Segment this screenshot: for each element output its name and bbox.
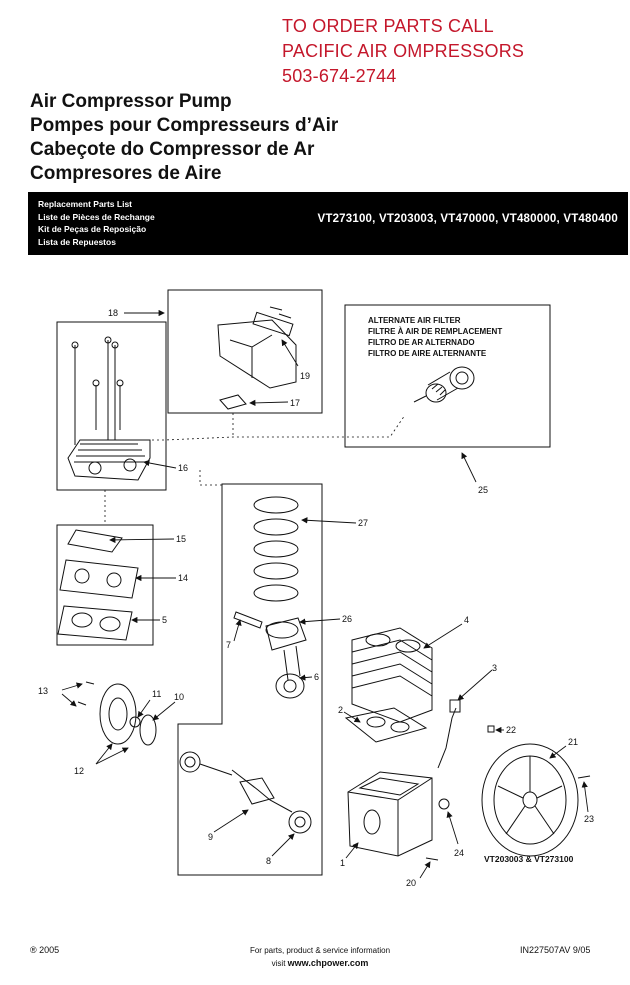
crankshaft-part: [179, 751, 312, 834]
parts-list-spanish: Lista de Repuestos: [38, 236, 116, 247]
air-filter-part: [413, 366, 475, 403]
order-line-1: TO ORDER PARTS CALL: [282, 16, 494, 36]
callout-4: 4: [464, 615, 469, 625]
title-portuguese: Cabeçote do Compressor de Ar: [30, 139, 315, 160]
parts-list-portuguese: Kit de Peças de Reposição: [38, 224, 147, 234]
parts-list-english: Replacement Parts List: [38, 199, 133, 209]
pulley-caption: VT203003 & VT273100: [484, 854, 574, 864]
piston-rings-part: [253, 496, 299, 602]
callout-11: 11: [152, 689, 161, 699]
order-phone: 503-674-2744: [282, 66, 397, 86]
dipstick-part: [437, 699, 461, 769]
callout-27: 27: [358, 518, 368, 528]
callout-24: 24: [454, 848, 464, 858]
filter-label-line-4: FILTRO DE AIRE ALTERNANTE: [368, 349, 487, 358]
footer-url[interactable]: www.chpower.com: [287, 958, 369, 968]
callout-12: 12: [74, 766, 84, 776]
callout-17: 17: [290, 398, 300, 408]
valve-plate-box: [56, 524, 154, 646]
callout-3: 3: [492, 663, 497, 673]
title-spanish: Compresores de Aire: [30, 163, 222, 184]
piston-crank-box: [177, 483, 323, 876]
footer-info: For parts, product & service information…: [230, 945, 410, 970]
callout-15: 15: [176, 534, 186, 544]
callout-21: 21: [568, 737, 578, 747]
callout-20: 20: [406, 878, 416, 888]
footer-info-line: For parts, product & service information: [249, 946, 391, 955]
footer-visit-line: visit www.chpower.com: [230, 957, 410, 970]
callout-9: 9: [208, 832, 213, 842]
document-title: Air Compressor Pump Pompes pour Compress…: [30, 90, 338, 186]
document-code: IN227507AV 9/05: [520, 945, 591, 955]
callout-16: 16: [178, 463, 188, 473]
filter-label-line-1: ALTERNATE AIR FILTER: [368, 316, 461, 325]
parts-list-titles: Replacement Parts List Liste de Pièces d…: [38, 198, 155, 248]
pulley-part: [481, 725, 591, 857]
exploded-parts-diagram: ALTERNATE AIR FILTER FILTRE À AIR DE REM…: [38, 289, 594, 888]
air-filter-box: [344, 304, 551, 448]
crankcase-cover-part: [77, 681, 157, 746]
callout-2: 2: [338, 705, 343, 715]
order-line-2: PACIFIC AIR OMPRESSORS: [282, 41, 525, 61]
callout-7: 7: [226, 640, 231, 650]
title-french: Pompes pour Compresseurs d’Air: [30, 115, 339, 136]
crankcase-part: [347, 771, 450, 861]
callout-labels: 18 19 17 16 25 27 15 14 5 26 4 7 3 6 13 …: [38, 308, 594, 888]
order-parts-note: TO ORDER PARTS CALL PACIFIC AIR OMPRESSO…: [282, 14, 524, 89]
model-numbers: VT273100, VT203003, VT470000, VT480000, …: [317, 213, 618, 225]
copyright: ® 2005: [30, 945, 60, 955]
callout-23: 23: [584, 814, 594, 824]
parts-list-french: Liste de Pièces de Rechange: [38, 211, 155, 222]
cylinder-head-box: [56, 321, 167, 491]
callout-6: 6: [314, 672, 319, 682]
callout-14: 14: [178, 573, 188, 583]
valve-plate-part: [57, 529, 139, 641]
callout-26: 26: [342, 614, 352, 624]
callout-19: 19: [300, 371, 310, 381]
callout-18: 18: [108, 308, 118, 318]
cylinder-part: [344, 627, 433, 743]
alternate-filter-label: ALTERNATE AIR FILTER FILTRE À AIR DE REM…: [368, 316, 502, 358]
filter-connector-line: [132, 414, 406, 441]
filter-label-line-3: FILTRO DE AR ALTERNADO: [368, 338, 475, 347]
callout-22: 22: [506, 725, 516, 735]
callout-10: 10: [174, 692, 184, 702]
title-english: Air Compressor Pump: [30, 91, 232, 112]
cylinder-head-part: [67, 336, 151, 481]
intake-cover-part: [217, 306, 297, 410]
parts-list-banner: Replacement Parts List Liste de Pièces d…: [28, 192, 628, 255]
filter-label-line-2: FILTRE À AIR DE REMPLACEMENT: [368, 327, 502, 336]
piston-rod-part: [233, 611, 307, 699]
callout-25: 25: [478, 485, 488, 495]
callout-1: 1: [340, 858, 345, 868]
callout-8: 8: [266, 856, 271, 866]
callout-5: 5: [162, 615, 167, 625]
footer-visit: visit: [271, 959, 286, 968]
head-to-piston-connector: [199, 470, 222, 486]
intake-cover-box: [167, 289, 323, 414]
callout-13: 13: [38, 686, 48, 696]
